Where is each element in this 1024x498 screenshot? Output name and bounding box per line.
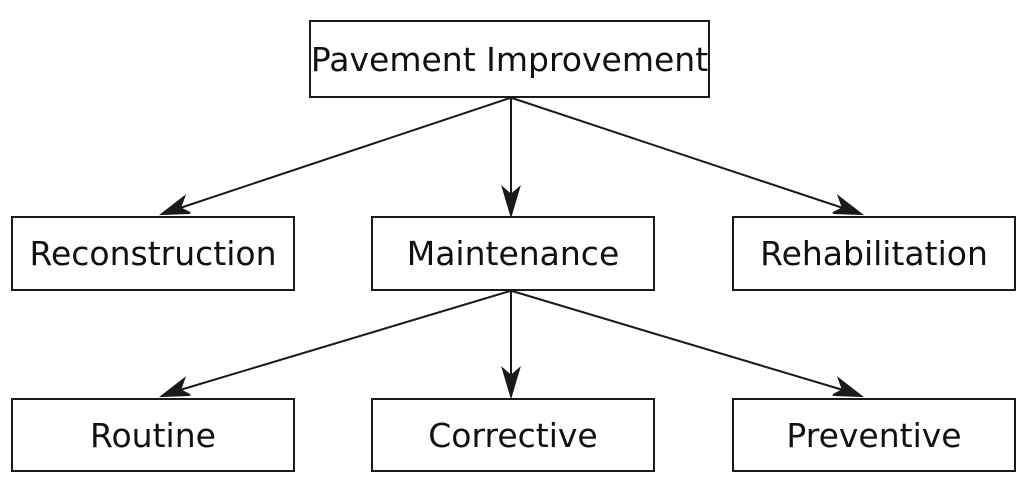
node-label: Pavement Improvement xyxy=(310,39,709,79)
node-label: Routine xyxy=(90,415,216,455)
node-reconstruction: Reconstruction xyxy=(11,216,295,291)
node-corrective: Corrective xyxy=(371,398,655,472)
arrowhead-corrective xyxy=(501,365,521,400)
node-label: Preventive xyxy=(786,415,962,455)
node-routine: Routine xyxy=(11,398,295,472)
arrowhead-reconstruction xyxy=(158,194,191,216)
node-rehabilitation: Rehabilitation xyxy=(732,216,1016,291)
arrowhead-preventive xyxy=(832,376,865,398)
node-label: Maintenance xyxy=(406,234,620,273)
node-label: Rehabilitation xyxy=(760,234,988,273)
node-label: Reconstruction xyxy=(29,234,277,273)
node-preventive: Preventive xyxy=(732,398,1016,472)
node-pavement-improvement: Pavement Improvement xyxy=(309,20,710,98)
edge-root-rehabilitation xyxy=(511,97,844,209)
arrowhead-rehabilitation xyxy=(832,194,865,216)
node-maintenance: Maintenance xyxy=(371,216,655,291)
node-label: Corrective xyxy=(428,415,598,455)
arrowhead-routine xyxy=(158,376,191,398)
edge-root-reconstruction xyxy=(179,97,511,209)
edge-maintenance-routine xyxy=(179,290,511,391)
edge-maintenance-preventive xyxy=(511,290,844,391)
arrowhead-maintenance xyxy=(501,184,521,219)
